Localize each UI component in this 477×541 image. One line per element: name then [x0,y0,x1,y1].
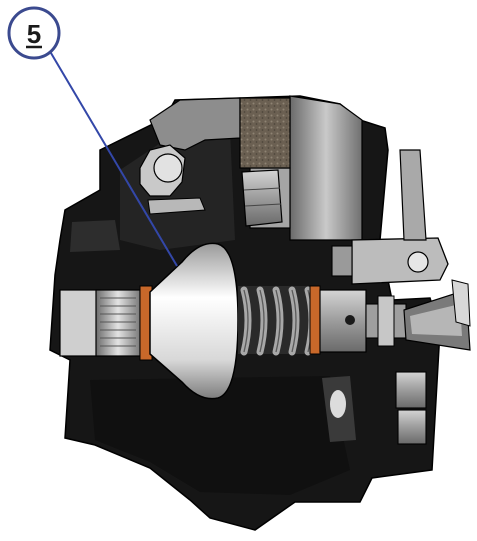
piston [149,242,239,400]
lever-bracket [331,149,449,285]
callout-leader-line [47,47,178,267]
bearing [59,285,153,361]
callout-circle [7,6,61,60]
return-spring [238,285,321,356]
release-lever [403,279,471,351]
lower-shaft [322,376,356,442]
plunger [319,289,407,353]
friction-pad [239,97,291,169]
hex-nut-lower [395,371,427,445]
hex-nut-upper [241,169,283,227]
retaining-clip [139,144,206,215]
callout-5: 5 [7,6,178,267]
callout-number: 5 [27,19,41,49]
